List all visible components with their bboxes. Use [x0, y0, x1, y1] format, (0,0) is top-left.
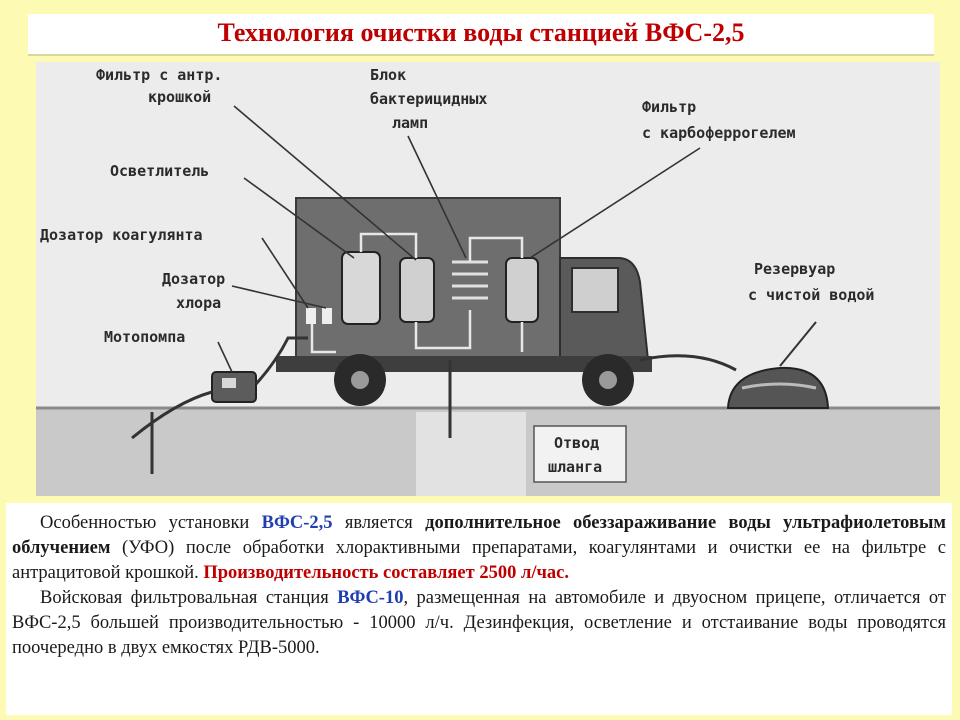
leader-lines [217, 105, 701, 373]
label-anthracite-filter-line1: Фильтр с антр. [96, 66, 222, 84]
label-carboferrogel-line1: Фильтр [642, 98, 696, 116]
label-reservoir-line1: Резервуар [754, 260, 835, 278]
p1-text-1: Особенностью установки [40, 513, 262, 533]
label-bactericidal-line1: Блок [370, 66, 406, 84]
p1-model-vfs-2-5: ВФС-2,5 [261, 513, 333, 533]
label-motor-pump: Мотопомпа [104, 328, 185, 346]
supply-hose [639, 354, 737, 372]
cab-window [571, 267, 619, 313]
label-reservoir-line2: с чистой водой [748, 286, 874, 304]
carboferrogel-filter-tank [505, 257, 539, 323]
title-bar: Технология очистки воды станцией ВФС-2,5 [28, 14, 934, 56]
label-bactericidal-line2: бактерицидных [370, 90, 487, 108]
page-title: Технология очистки воды станцией ВФС-2,5 [217, 18, 745, 47]
label-clarifier: Осветлитель [110, 162, 209, 180]
paragraph-vfs-10: Войсковая фильтровальная станция ВФС-10,… [12, 586, 946, 661]
diagram-svg: Фильтр с антр. крошкой Блок бактерицидны… [36, 66, 940, 496]
p2-text-2: , размещенная на автомобиле и двуосном п… [12, 588, 946, 658]
p2-text-1: Войсковая фильтровальная станция [40, 588, 338, 608]
pipes [310, 232, 524, 354]
label-anthracite-filter-line2: крошкой [148, 88, 211, 106]
label-carboferrogel-line2: с карбоферрогелем [642, 124, 796, 142]
label-hose-outlet-line1: Отвод [554, 434, 599, 452]
truck-diagram: Фильтр с антр. крошкой Блок бактерицидны… [36, 62, 940, 496]
description-box: Особенностью установки ВФС-2,5 является … [6, 503, 952, 715]
p1-capacity: Производительность составляет 2500 л/час… [203, 563, 569, 583]
label-coagulant-doser: Дозатор коагулянта [40, 226, 203, 244]
water-pit [416, 412, 526, 496]
coagulant-doser [306, 308, 316, 324]
p1-text-2: является [332, 513, 426, 533]
label-chlorine-doser-line2: хлора [176, 294, 221, 312]
label-hose-outlet-line2: шланга [548, 458, 602, 476]
p1-text-3: (УФО) после обработки хлорактивными преп… [12, 538, 946, 583]
clarifier-tank [341, 251, 381, 325]
paragraph-vfs-2-5: Особенностью установки ВФС-2,5 является … [12, 511, 946, 586]
reservoir-tank [726, 366, 830, 409]
chlorine-doser [322, 308, 332, 324]
p1-uv-disinfection: дополнительное обеззараживание воды ульт… [12, 513, 946, 558]
label-bactericidal-line3: ламп [392, 114, 428, 132]
anthracite-filter-tank [399, 257, 435, 323]
suction-hose [131, 390, 213, 440]
intake-hose [254, 336, 308, 386]
p2-model-vfs-10: ВФС-10 [337, 588, 404, 608]
hose-outlet-box [533, 425, 627, 483]
label-chlorine-doser-line1: Дозатор [162, 270, 225, 288]
